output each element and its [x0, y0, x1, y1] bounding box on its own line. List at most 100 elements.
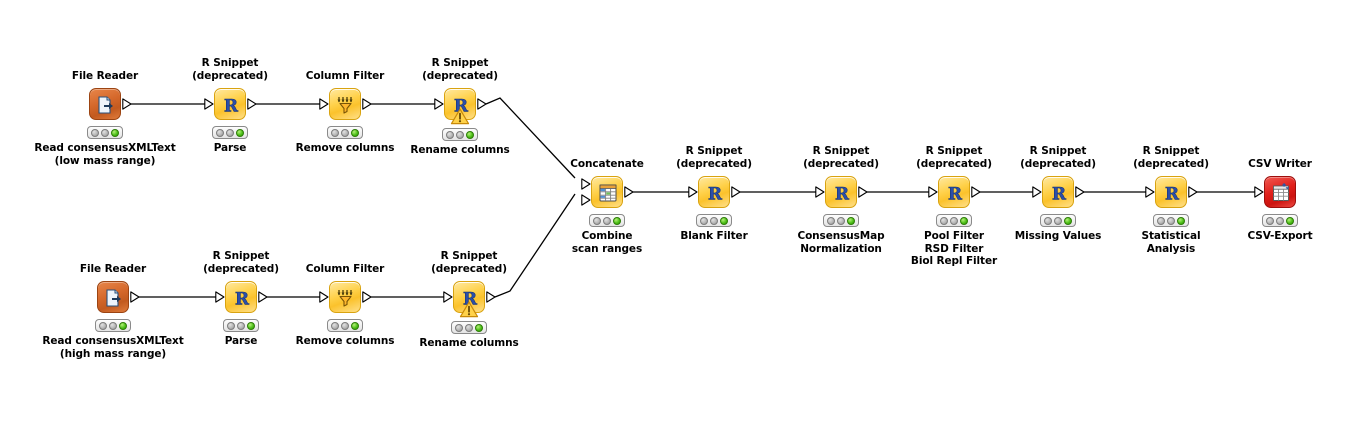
node-title-r-snippet-parse-low: R Snippet(deprecated) — [192, 57, 268, 82]
node-title-line: R Snippet — [201, 57, 259, 69]
node-body-r-snippet-statistical-analysis[interactable]: R — [1155, 176, 1187, 208]
node-title-line: (deprecated) — [676, 157, 752, 170]
node-body-r-snippet-consensusmap-normalization[interactable]: R — [825, 176, 857, 208]
svg-text:R: R — [835, 185, 850, 205]
node-body-concatenate[interactable] — [591, 176, 623, 208]
node-label-r-snippet-parse-low[interactable]: Parse — [214, 142, 247, 155]
node-title-column-filter-high: Column Filter — [306, 263, 385, 276]
node-body-r-snippet-rename-low[interactable]: R — [444, 88, 476, 120]
status-bulb-off — [603, 216, 611, 225]
input-port[interactable] — [815, 186, 825, 198]
node-label-column-filter-low[interactable]: Remove columns — [296, 142, 395, 155]
input-port[interactable] — [319, 98, 329, 110]
node-label-r-snippet-blank-filter[interactable]: Blank Filter — [680, 230, 747, 243]
node-label-file-reader-low[interactable]: Read consensusXMLText(low mass range) — [34, 142, 175, 167]
status-bulb-green — [960, 216, 968, 225]
status-bulb-off — [700, 216, 708, 225]
output-port[interactable] — [1075, 186, 1085, 198]
node-title-line: (deprecated) — [1020, 157, 1096, 170]
node-body-csv-writer[interactable] — [1264, 176, 1296, 208]
status-bulb-off — [837, 216, 845, 225]
node-title-line: (deprecated) — [916, 157, 992, 170]
node-body-file-reader-high[interactable] — [97, 281, 129, 313]
node-body-column-filter-high[interactable] — [329, 281, 361, 313]
status-bulb-green — [351, 321, 359, 330]
input-port[interactable] — [443, 291, 453, 303]
status-bulb-off — [216, 128, 224, 137]
node-body-r-snippet-missing-values[interactable]: R — [1042, 176, 1074, 208]
connection-r-snippet-rename-high-to-concatenate[interactable] — [494, 193, 576, 298]
r-snippet-icon: R — [226, 282, 258, 314]
node-title-csv-writer: CSV Writer — [1248, 158, 1312, 171]
node-body-file-reader-low[interactable] — [89, 88, 121, 120]
input-port-1[interactable] — [581, 178, 591, 190]
node-title-r-snippet-pool-rsd-biolrepl-filter: R Snippet(deprecated) — [916, 145, 992, 170]
node-label-line: Rename columns — [410, 144, 510, 156]
input-port[interactable] — [1254, 186, 1264, 198]
node-label-r-snippet-rename-low[interactable]: Rename columns — [410, 144, 509, 157]
output-port[interactable] — [858, 186, 868, 198]
node-title-file-reader-low: File Reader — [72, 70, 138, 83]
file-reader-icon — [98, 282, 130, 314]
status-bulb-green — [1177, 216, 1185, 225]
connection-r-snippet-rename-low-to-concatenate[interactable] — [485, 97, 576, 179]
status-bulb-off — [1054, 216, 1062, 225]
output-port[interactable] — [486, 291, 496, 303]
status-bulb-off — [1044, 216, 1052, 225]
input-port[interactable] — [204, 98, 214, 110]
status-bulb-off — [109, 321, 117, 330]
node-label-r-snippet-parse-high[interactable]: Parse — [225, 335, 258, 348]
node-label-csv-writer[interactable]: CSV-Export — [1247, 230, 1312, 243]
output-port[interactable] — [362, 98, 372, 110]
status-bulb-off — [455, 323, 463, 332]
r-snippet-icon: R — [1156, 177, 1188, 209]
node-body-r-snippet-parse-low[interactable]: R — [214, 88, 246, 120]
node-title-line: (deprecated) — [431, 262, 507, 275]
status-badge-r-snippet-rename-low — [442, 128, 478, 141]
input-port[interactable] — [928, 186, 938, 198]
status-bulb-off — [940, 216, 948, 225]
output-port[interactable] — [1188, 186, 1198, 198]
node-label-line: Statistical — [1141, 230, 1201, 242]
output-port[interactable] — [130, 291, 140, 303]
warning-icon[interactable] — [450, 108, 470, 125]
input-port[interactable] — [319, 291, 329, 303]
node-title-line: (deprecated) — [192, 69, 268, 82]
node-label-r-snippet-missing-values[interactable]: Missing Values — [1015, 230, 1102, 243]
status-badge-column-filter-high — [327, 319, 363, 332]
status-badge-concatenate — [589, 214, 625, 227]
status-badge-file-reader-low — [87, 126, 123, 139]
node-label-file-reader-high[interactable]: Read consensusXMLText(high mass range) — [42, 335, 183, 360]
status-badge-r-snippet-blank-filter — [696, 214, 732, 227]
output-port[interactable] — [971, 186, 981, 198]
output-port[interactable] — [477, 98, 487, 110]
output-port[interactable] — [362, 291, 372, 303]
output-port[interactable] — [731, 186, 741, 198]
node-label-column-filter-high[interactable]: Remove columns — [296, 335, 395, 348]
output-port[interactable] — [624, 186, 634, 198]
output-port[interactable] — [258, 291, 268, 303]
input-port-2[interactable] — [581, 194, 591, 206]
input-port[interactable] — [1032, 186, 1042, 198]
status-bulb-off — [341, 321, 349, 330]
node-label-r-snippet-rename-high[interactable]: Rename columns — [419, 337, 518, 350]
node-body-r-snippet-pool-rsd-biolrepl-filter[interactable]: R — [938, 176, 970, 208]
output-port[interactable] — [122, 98, 132, 110]
node-title-r-snippet-statistical-analysis: R Snippet(deprecated) — [1133, 145, 1209, 170]
warning-icon[interactable] — [459, 301, 479, 318]
svg-text:R: R — [235, 290, 250, 310]
node-body-r-snippet-blank-filter[interactable]: R — [698, 176, 730, 208]
node-title-line: (deprecated) — [203, 262, 279, 275]
input-port[interactable] — [434, 98, 444, 110]
node-body-column-filter-low[interactable] — [329, 88, 361, 120]
input-port[interactable] — [215, 291, 225, 303]
output-port[interactable] — [247, 98, 257, 110]
input-port[interactable] — [688, 186, 698, 198]
input-port[interactable] — [1145, 186, 1155, 198]
node-body-r-snippet-parse-high[interactable]: R — [225, 281, 257, 313]
